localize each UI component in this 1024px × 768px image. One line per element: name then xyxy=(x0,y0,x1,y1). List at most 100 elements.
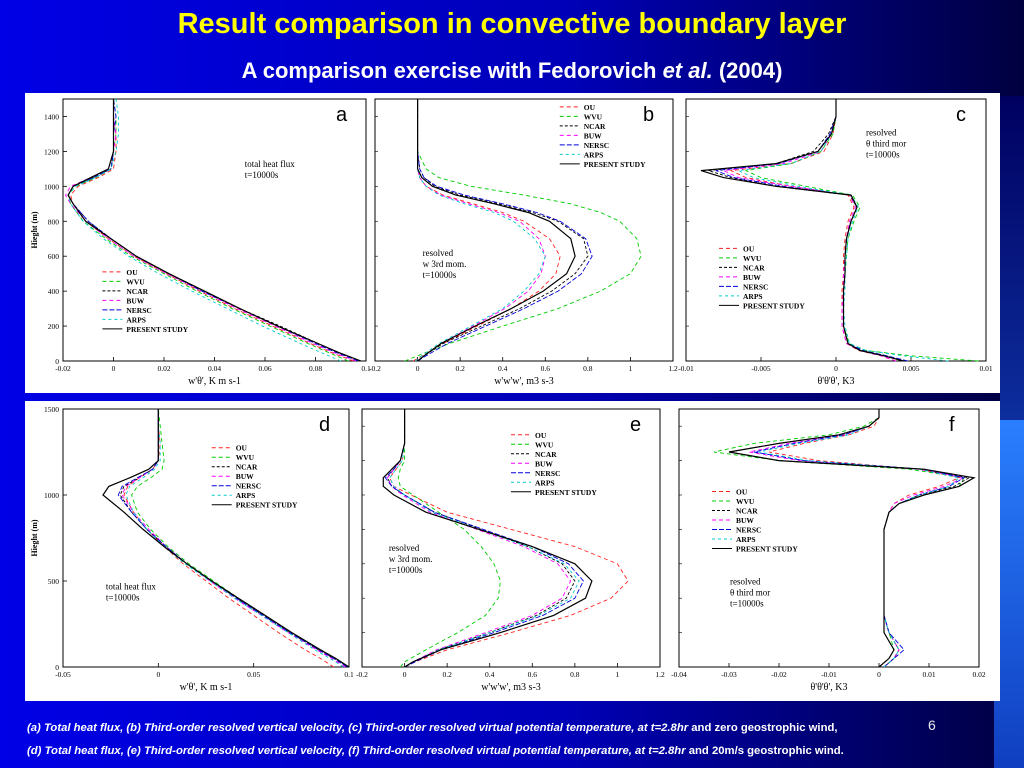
series-line-nersc xyxy=(417,99,593,362)
series-line-present-study xyxy=(102,409,350,668)
legend-label: PRESENT STUDY xyxy=(535,488,597,497)
chart-annotation: resolved xyxy=(423,248,454,258)
caption-line-1-plain: and zero geostrophic wind, xyxy=(688,722,838,734)
legend-label: PRESENT STUDY xyxy=(743,301,805,310)
caption-line-1: (a) Total heat flux, (b) Third-order res… xyxy=(27,722,838,734)
series-line-arps xyxy=(125,409,344,668)
series-line-ncar xyxy=(728,409,971,668)
x-axis-label: θ'θ'θ', K3 xyxy=(811,682,848,693)
legend-label: WVU xyxy=(126,277,145,286)
y-axis-label: Hieght (m) xyxy=(30,519,39,556)
y-tick-label: 800 xyxy=(48,217,60,226)
series-line-ou xyxy=(389,409,629,668)
legend-label: WVU xyxy=(743,254,762,263)
y-tick-label: 400 xyxy=(48,287,60,296)
x-tick-label: 0.02 xyxy=(972,670,985,679)
series-line-present-study xyxy=(417,99,576,362)
plot-frame xyxy=(62,98,367,362)
plot-frame xyxy=(685,98,987,362)
x-tick-label: 0 xyxy=(877,670,881,679)
x-tick-label: 0.2 xyxy=(455,364,465,373)
chart-annotation: t=10000s xyxy=(106,593,140,603)
chart-annotation: t=10000s xyxy=(389,565,423,575)
series-line-present-study xyxy=(700,99,904,362)
panel-letter: e xyxy=(630,414,641,436)
chart-annotation: θ third mor xyxy=(866,139,906,149)
x-tick-label: -0.05 xyxy=(55,670,71,679)
page-number: 6 xyxy=(928,717,936,733)
x-axis-label: w'w'w', m3 s-3 xyxy=(494,376,554,387)
x-axis-label: w'θ', K m s-1 xyxy=(188,376,241,387)
y-tick-label: 1500 xyxy=(44,405,59,414)
series-line-ncar xyxy=(67,99,362,362)
caption-line-2-italic: (d) Total heat flux, (e) Third-order res… xyxy=(27,745,686,757)
legend-label: ARPS xyxy=(743,292,763,301)
series-line-ou xyxy=(768,409,961,668)
series-line-buw xyxy=(721,99,897,362)
y-tick-label: 1000 xyxy=(44,182,59,191)
x-tick-label: 0.02 xyxy=(157,364,170,373)
x-tick-label: 1.2 xyxy=(655,670,665,679)
subtitle-text: A comparison exercise with Fedorovich xyxy=(241,58,663,83)
series-line-arps xyxy=(415,99,546,362)
x-tick-label: -0.2 xyxy=(369,364,381,373)
x-tick-label: 0.005 xyxy=(903,364,920,373)
x-tick-label: -0.01 xyxy=(821,670,837,679)
chart-annotation: t=10000s xyxy=(730,598,764,608)
caption-line-2: (d) Total heat flux, (e) Third-order res… xyxy=(27,745,844,757)
legend-label: WVU xyxy=(584,112,603,121)
subtitle-year: (2004) xyxy=(712,58,783,83)
x-axis-label: w'w'w', m3 s-3 xyxy=(481,682,541,693)
series-line-ou xyxy=(413,99,561,362)
x-tick-label: 0.05 xyxy=(247,670,260,679)
x-tick-label: 0.2 xyxy=(442,670,452,679)
series-line-nersc xyxy=(384,409,584,668)
legend-label: WVU xyxy=(236,453,255,462)
panel-letter: a xyxy=(336,104,348,126)
series-line-nersc xyxy=(67,98,359,362)
x-tick-label: -0.03 xyxy=(721,670,737,679)
series-line-present-study xyxy=(382,409,593,668)
plot-frame xyxy=(374,98,674,362)
legend-label: NCAR xyxy=(743,263,765,272)
legend-label: OU xyxy=(736,488,748,497)
legend-label: NCAR xyxy=(584,122,606,131)
x-axis-label: θ'θ'θ', K3 xyxy=(818,376,855,387)
legend-label: OU xyxy=(584,103,596,112)
y-tick-label: 1400 xyxy=(44,112,59,121)
caption-line-2-plain: and 20m/s geostrophic wind. xyxy=(685,745,844,757)
series-line-buw xyxy=(121,409,346,668)
x-tick-label: 0.1 xyxy=(344,670,354,679)
y-tick-label: 200 xyxy=(48,322,60,331)
x-tick-label: 0.08 xyxy=(309,364,322,373)
x-tick-label: 0 xyxy=(834,364,838,373)
legend-label: NERSC xyxy=(535,469,560,478)
chart-annotation: θ third mor xyxy=(730,587,770,597)
legend-label: OU xyxy=(126,268,138,277)
x-axis-label: w'θ', K m s-1 xyxy=(180,682,233,693)
legend-label: BUW xyxy=(736,516,754,525)
panel-letter: c xyxy=(956,104,966,126)
legend-label: NERSC xyxy=(743,282,768,291)
x-tick-label: 0 xyxy=(112,364,116,373)
chart-annotation: w 3rd mom. xyxy=(389,554,433,564)
chart-annotation: t=10000s xyxy=(245,170,279,180)
chart-annotation: resolved xyxy=(866,128,897,138)
series-line-nersc xyxy=(117,409,348,668)
x-tick-label: 0 xyxy=(156,670,160,679)
legend-label: PRESENT STUDY xyxy=(736,545,798,554)
plot-frame xyxy=(62,408,350,668)
y-tick-label: 0 xyxy=(55,663,59,672)
x-tick-label: 0.04 xyxy=(208,364,221,373)
legend-label: ARPS xyxy=(126,315,146,324)
legend-label: BUW xyxy=(236,472,254,481)
